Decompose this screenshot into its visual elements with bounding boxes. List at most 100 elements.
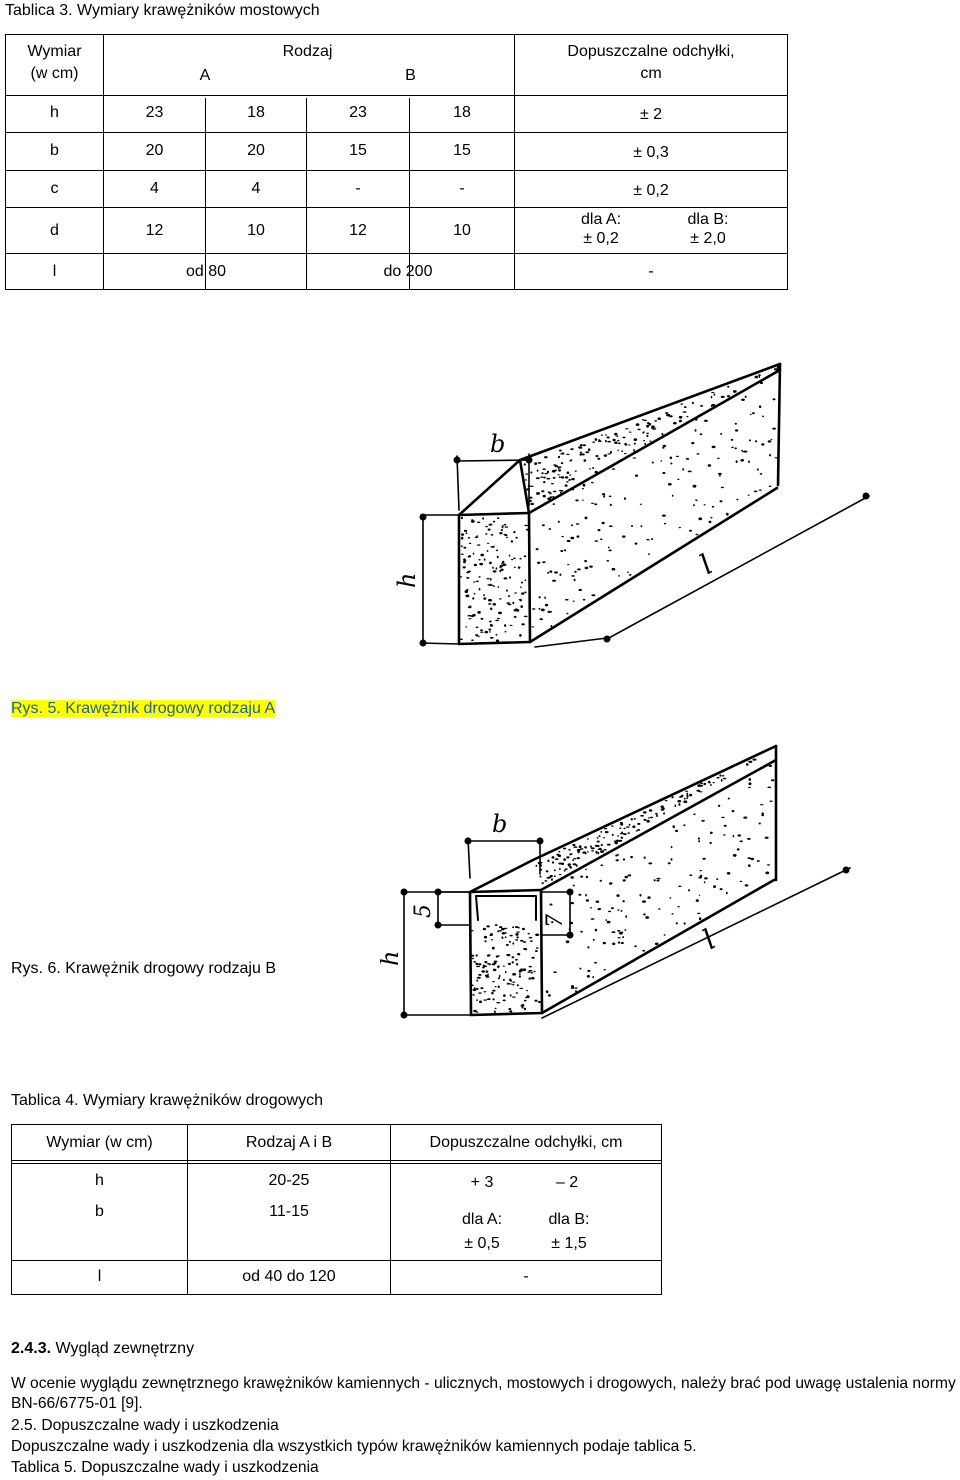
stone-speckle	[730, 438, 734, 441]
stone-speckle	[550, 611, 553, 613]
stone-speckle	[643, 419, 647, 422]
stone-speckle	[615, 854, 618, 857]
stone-speckle	[559, 449, 562, 452]
stone-speckle	[608, 525, 613, 527]
stone-speckle	[538, 1000, 541, 1004]
stone-speckle	[689, 874, 693, 876]
stone-speckle	[748, 778, 752, 781]
stone-speckle	[480, 553, 484, 557]
figure6-drawing: b 5 7 h l	[380, 744, 851, 1019]
stone-speckle	[546, 477, 551, 480]
stone-speckle	[630, 818, 633, 821]
stone-speckle	[578, 893, 582, 896]
stone-speckle	[704, 877, 708, 880]
stone-speckle	[731, 446, 734, 449]
stone-speckle	[748, 786, 751, 789]
table3-cell: -	[355, 180, 361, 197]
stone-speckle	[692, 504, 695, 507]
stone-speckle	[523, 555, 527, 558]
stone-speckle	[476, 999, 478, 1001]
stone-speckle	[678, 885, 682, 887]
stone-speckle	[487, 998, 491, 1000]
stone-speckle	[573, 858, 577, 860]
stone-speckle	[535, 548, 539, 551]
stone-speckle	[496, 555, 499, 559]
stone-speckle	[476, 1011, 479, 1013]
stone-speckle	[565, 598, 569, 601]
stone-speckle	[669, 897, 672, 899]
stone-speckle	[480, 631, 484, 633]
stone-speckle	[514, 592, 517, 594]
stone-speckle	[653, 879, 656, 882]
stone-speckle	[534, 462, 538, 465]
stone-speckle	[566, 856, 570, 859]
stone-speckle	[663, 812, 666, 815]
stone-speckle	[647, 817, 650, 819]
stone-speckle	[628, 823, 631, 826]
stone-speckle	[473, 563, 477, 567]
stone-speckle	[661, 514, 666, 517]
section-heading-number: 2.4.3.	[11, 1340, 52, 1357]
stone-speckle	[512, 942, 515, 945]
table4-cell: 20-25	[268, 1172, 310, 1189]
stone-speckle	[513, 566, 516, 569]
stone-speckle	[608, 495, 612, 498]
stone-speckle	[501, 526, 504, 529]
stone-speckle	[549, 496, 553, 499]
stone-speckle	[594, 540, 599, 542]
stone-speckle	[512, 601, 515, 605]
stone-speckle	[634, 817, 636, 821]
table3-header-type-b: B	[405, 67, 416, 84]
stone-speckle	[603, 828, 608, 830]
stone-speckle	[725, 512, 729, 515]
stone-speckle	[479, 1000, 482, 1004]
stone-speckle	[727, 395, 730, 398]
stone-speckle	[700, 782, 703, 785]
stone-speckle	[682, 468, 685, 471]
stone-speckle	[683, 922, 686, 925]
stone-speckle	[680, 403, 683, 405]
stone-speckle	[609, 882, 613, 885]
stone-speckle	[576, 849, 581, 851]
stone-speckle	[536, 469, 539, 472]
stone-speckle	[542, 524, 545, 527]
stone-speckle	[675, 829, 679, 833]
tol-label: dla B:	[687, 211, 729, 228]
stone-speckle	[523, 463, 526, 466]
stone-speckle	[473, 593, 476, 595]
stone-speckle	[500, 529, 503, 532]
stone-speckle	[578, 846, 582, 848]
stone-speckle	[547, 859, 550, 863]
stone-speckle	[608, 549, 612, 552]
table3-vline	[103, 35, 104, 98]
stone-speckle	[649, 440, 652, 442]
stone-speckle	[470, 930, 474, 932]
stone-speckle	[468, 542, 472, 545]
stone-speckle	[686, 792, 689, 796]
stone-speckle	[522, 948, 527, 950]
stone-speckle	[679, 796, 682, 798]
stone-speckle	[654, 420, 658, 422]
stone-speckle	[570, 876, 574, 879]
stone-speckle	[561, 862, 565, 866]
table3-cell: -	[459, 180, 465, 197]
stone-speckle	[460, 553, 464, 555]
stone-speckle	[745, 763, 749, 766]
stone-speckle	[504, 630, 507, 633]
stone-speckle	[604, 831, 609, 834]
stone-speckle	[620, 822, 624, 826]
stone-speckle	[713, 885, 716, 888]
stone-speckle	[513, 557, 516, 560]
table3-caption: Tablica 3. Wymiary krawężników mostowych	[5, 2, 320, 19]
dim-h-label: h	[380, 951, 404, 966]
stone-speckle	[770, 779, 775, 782]
stone-speckle	[773, 368, 777, 371]
stone-speckle	[666, 413, 671, 417]
stone-speckle	[590, 918, 595, 920]
stone-speckle	[580, 930, 583, 933]
stone-speckle	[644, 442, 647, 446]
stone-speckle	[683, 824, 686, 827]
tol-label: dla A:	[461, 1211, 503, 1228]
stone-speckle	[466, 571, 470, 574]
dim-7-label: 7	[543, 914, 568, 928]
